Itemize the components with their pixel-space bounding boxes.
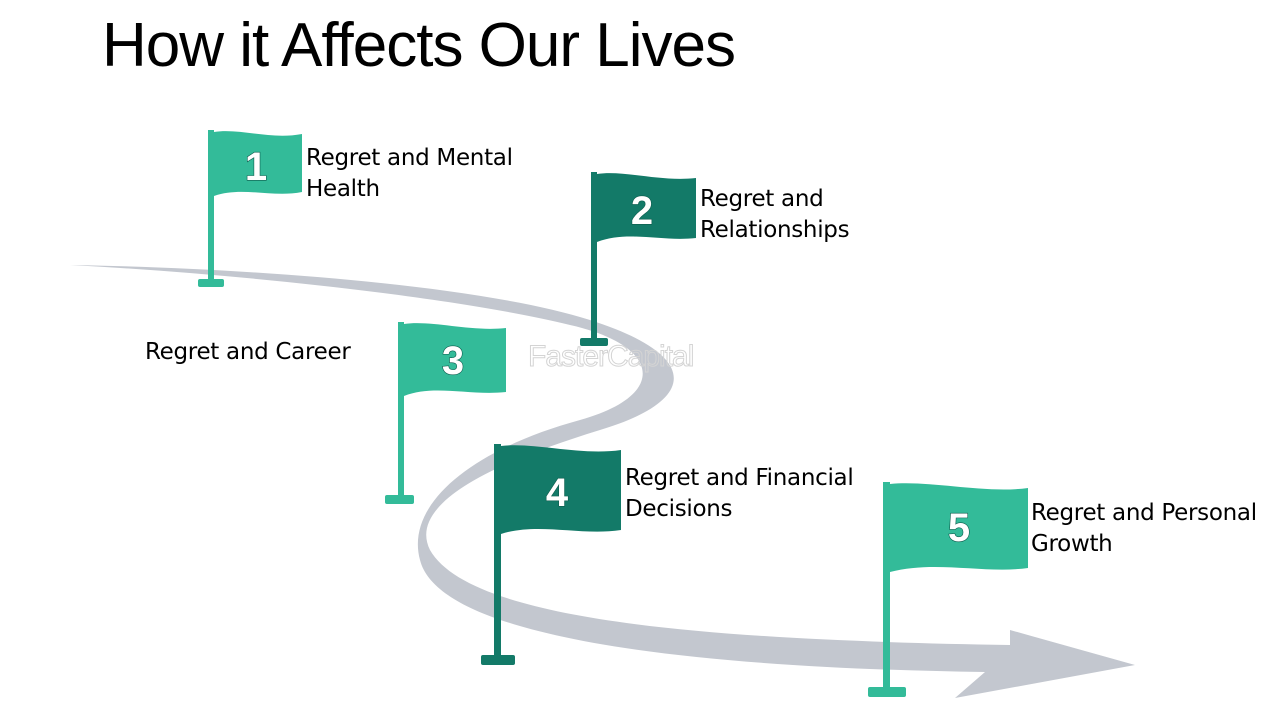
milestone-5-line2: Growth [1031,531,1113,557]
flag-2-number: 2 [631,189,653,233]
flag-4: 4 [481,444,621,665]
milestone-2-line2: Relationships [700,217,850,243]
milestone-1-line2: Health [306,176,380,202]
milestone-5-label: Regret and Personal Growth [1031,498,1257,560]
flag-3-number: 3 [442,339,464,383]
road-path [70,265,1135,698]
milestone-4-line1: Regret and Financial [625,465,854,491]
flag-3: 3 [385,322,506,504]
flag-1: 1 [198,130,302,287]
flag-1-number: 1 [245,145,267,189]
slide-title: How it Affects Our Lives [102,11,736,80]
milestone-1-label: Regret and Mental Health [306,143,513,205]
milestone-2-line1: Regret and [700,186,824,212]
flag-5: 5 [868,482,1028,697]
milestone-5-line1: Regret and Personal [1031,500,1257,526]
flag-2: 2 [580,172,696,346]
milestone-2-label: Regret and Relationships [700,184,850,246]
milestone-4-label: Regret and Financial Decisions [625,463,854,525]
milestone-4-line2: Decisions [625,496,733,522]
flag-4-number: 4 [546,471,569,515]
watermark-logo: FasterCapital [527,340,694,374]
milestone-3-label: Regret and Career [145,337,351,368]
milestone-3-line1: Regret and Career [145,339,351,365]
flag-5-number: 5 [948,506,970,550]
milestone-1-line1: Regret and Mental [306,145,513,171]
